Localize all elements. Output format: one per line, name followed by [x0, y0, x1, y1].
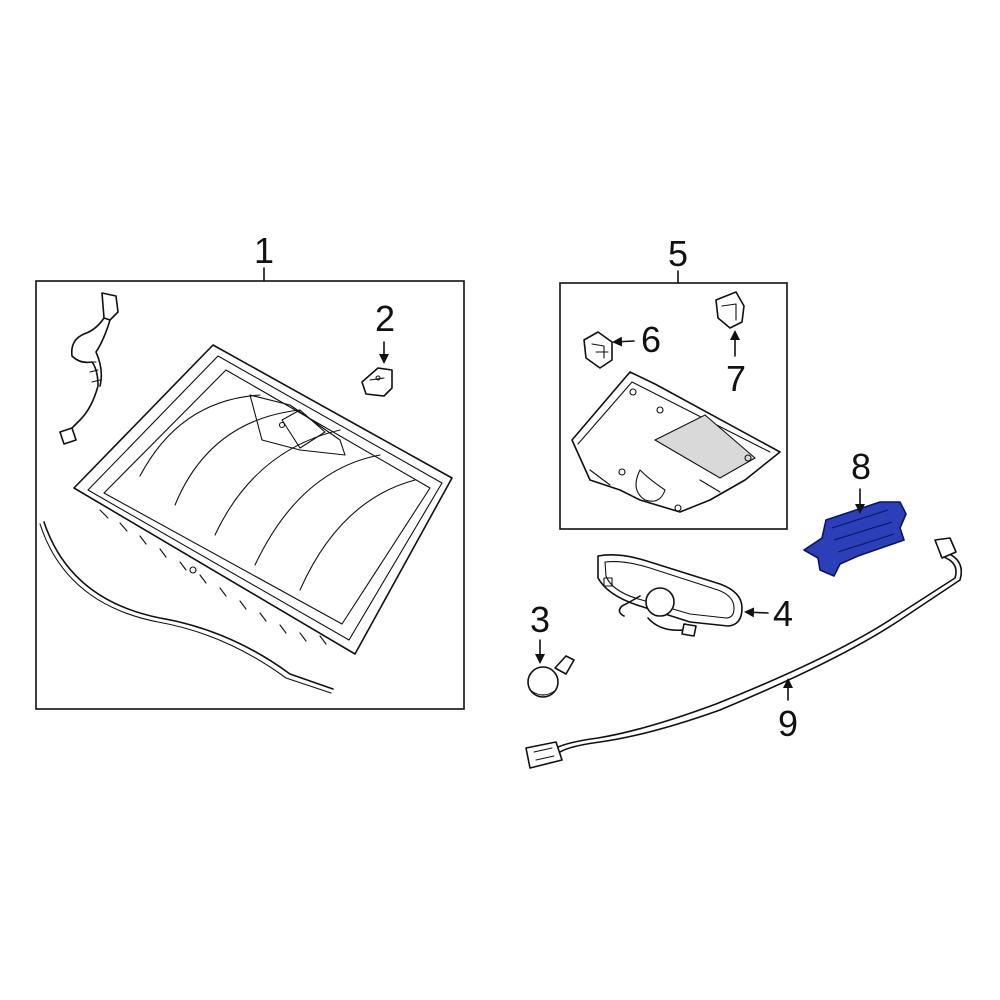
- callout-4-arrow: [744, 607, 769, 618]
- camera-module-body: [803, 501, 907, 577]
- callout-7[interactable]: 7: [726, 358, 746, 399]
- windshield-group: 1: [35, 230, 465, 710]
- rearview-mirror[interactable]: [597, 554, 743, 637]
- windshield-group-frame: [35, 280, 465, 710]
- windshield-glass[interactable]: [73, 344, 453, 655]
- windshield-wiring-harness[interactable]: [59, 292, 119, 445]
- cover-clip-6[interactable]: [583, 331, 613, 369]
- callout-3[interactable]: 3: [530, 599, 550, 640]
- callout-2[interactable]: 2: [375, 298, 395, 339]
- windshield-moulding[interactable]: [43, 521, 334, 690]
- wiring-harness-9[interactable]: [525, 537, 963, 769]
- callout-1[interactable]: 1: [254, 230, 274, 271]
- callout-5[interactable]: 5: [668, 233, 688, 274]
- callout-4[interactable]: 4: [773, 593, 793, 634]
- rain-sensor-cover[interactable]: [361, 367, 393, 397]
- callout-9[interactable]: 9: [778, 703, 798, 744]
- callout-8[interactable]: 8: [851, 446, 871, 487]
- mirror-cover[interactable]: [571, 371, 781, 513]
- overhead-console-group-frame: [559, 282, 788, 530]
- callout-6-arrow: [612, 336, 635, 347]
- cover-clip-7[interactable]: [715, 291, 745, 329]
- camera-module-highlighted[interactable]: [803, 501, 907, 577]
- overhead-console-group: 5 6 7: [559, 233, 788, 530]
- callout-6[interactable]: 6: [641, 319, 661, 360]
- sensor[interactable]: [527, 655, 575, 698]
